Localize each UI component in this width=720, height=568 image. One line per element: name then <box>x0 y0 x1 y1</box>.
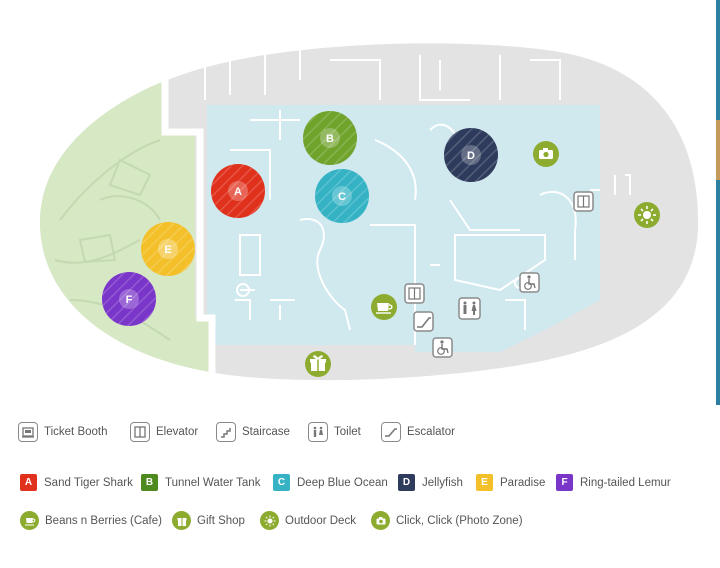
legend-cafe: Beans n Berries (Cafe) <box>20 511 162 530</box>
floor-map: A B C D E F <box>40 43 699 381</box>
marker-letter: E <box>164 244 171 256</box>
cafe-icon <box>20 511 39 530</box>
legend-escalator: Escalator <box>381 422 455 442</box>
escalator-icon[interactable] <box>413 311 434 332</box>
marker-letter: A <box>234 186 242 198</box>
legend-photo-zone: Click, Click (Photo Zone) <box>371 511 523 530</box>
legend-attraction-a: A Sand Tiger Shark <box>20 474 133 491</box>
elevator-icon[interactable] <box>573 191 594 212</box>
letter-badge-e: E <box>476 474 493 491</box>
marker-letter: F <box>126 294 133 306</box>
letter-badge-f: F <box>556 474 573 491</box>
attraction-marker-a[interactable]: A <box>211 164 265 218</box>
toilet-icon <box>308 422 328 442</box>
attraction-marker-c[interactable]: C <box>315 169 369 223</box>
legend-label: Outdoor Deck <box>285 514 356 527</box>
legend-outdoor-deck: Outdoor Deck <box>260 511 356 530</box>
legend-label: Paradise <box>500 476 546 489</box>
camera-icon <box>371 511 390 530</box>
main-floor-area <box>207 105 600 352</box>
legend-label: Tunnel Water Tank <box>165 476 261 489</box>
legend-label: Deep Blue Ocean <box>297 476 388 489</box>
legend-label: Click, Click (Photo Zone) <box>396 514 523 527</box>
escalator-icon <box>381 422 401 442</box>
camera-icon[interactable] <box>533 141 559 167</box>
legend-label: Toilet <box>334 426 361 438</box>
ticket-booth-icon <box>18 422 38 442</box>
letter-badge-b: B <box>141 474 158 491</box>
legend-label: Jellyfish <box>422 476 463 489</box>
marker-letter: C <box>338 191 346 203</box>
edge-photo-strip-accent <box>716 120 720 180</box>
legend-staircase: Staircase <box>216 422 290 442</box>
room-walls <box>204 48 631 345</box>
marker-letter: D <box>467 150 475 162</box>
legend-elevator: Elevator <box>130 422 198 442</box>
outdoor-deck-icon <box>260 511 279 530</box>
accessible-icon[interactable] <box>519 272 540 293</box>
legend-label: Staircase <box>242 426 290 438</box>
gift-shop-icon[interactable] <box>305 351 331 377</box>
attraction-marker-d[interactable]: D <box>444 128 498 182</box>
legend-label: Sand Tiger Shark <box>44 476 133 489</box>
toilet-icon[interactable] <box>458 297 481 320</box>
legend-attraction-d: D Jellyfish <box>398 474 463 491</box>
legend-gift-shop: Gift Shop <box>172 511 245 530</box>
elevator-icon[interactable] <box>404 283 425 304</box>
legend-attraction-c: C Deep Blue Ocean <box>273 474 388 491</box>
legend-label: Ring-tailed Lemur <box>580 476 671 489</box>
gift-shop-icon <box>172 511 191 530</box>
legend-label: Beans n Berries (Cafe) <box>45 514 162 527</box>
legend-ticket-booth: Ticket Booth <box>18 422 108 442</box>
marker-letter: B <box>326 133 334 145</box>
elevator-icon <box>130 422 150 442</box>
legend-label: Escalator <box>407 426 455 438</box>
attraction-marker-f[interactable]: F <box>102 272 156 326</box>
letter-badge-c: C <box>273 474 290 491</box>
legend-attraction-b: B Tunnel Water Tank <box>141 474 260 491</box>
letter-badge-d: D <box>398 474 415 491</box>
attraction-marker-b[interactable]: B <box>303 111 357 165</box>
letter-badge-a: A <box>20 474 37 491</box>
legend-toilet: Toilet <box>308 422 361 442</box>
outdoor-deck-icon[interactable] <box>634 202 660 228</box>
legend-attraction-f: F Ring-tailed Lemur <box>556 474 671 491</box>
legend-label: Ticket Booth <box>44 426 108 438</box>
legend-label: Elevator <box>156 426 199 438</box>
staircase-icon <box>216 422 236 442</box>
accessible-icon[interactable] <box>432 337 453 358</box>
edge-photo-strip <box>716 0 720 405</box>
legend-label: Gift Shop <box>197 514 245 527</box>
cafe-icon[interactable] <box>371 294 397 320</box>
attraction-marker-e[interactable]: E <box>141 222 195 276</box>
legend-attraction-e: E Paradise <box>476 474 545 491</box>
